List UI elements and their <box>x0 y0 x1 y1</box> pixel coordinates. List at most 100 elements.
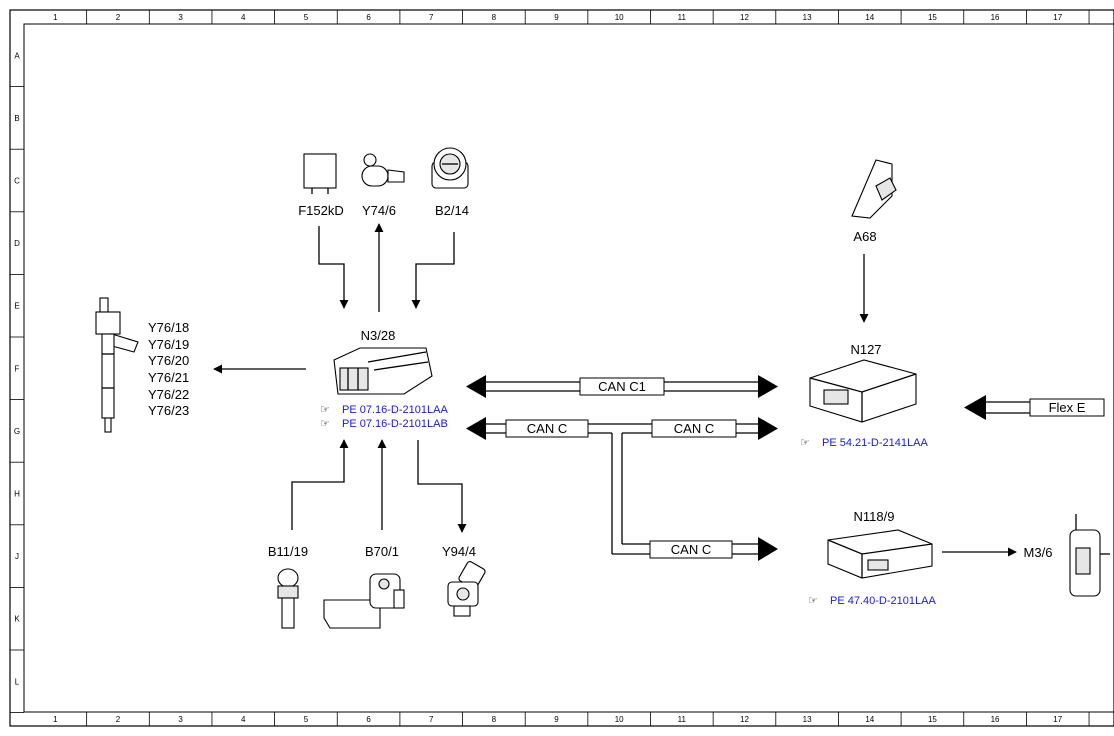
column-number: 4 <box>241 13 246 22</box>
row-letter: H <box>14 490 20 499</box>
row-letter: K <box>14 615 20 624</box>
column-number: 7 <box>429 13 434 22</box>
row-letter: J <box>15 552 19 561</box>
ref-n3-28-b[interactable]: PE 07.16-D-2101LAB <box>342 418 448 430</box>
flex-e-label: Flex E <box>1049 400 1086 415</box>
row-letter: D <box>14 239 20 248</box>
column-number: 16 <box>991 715 1000 724</box>
n118-9-module-icon <box>827 529 933 579</box>
can-c1-label: CAN C1 <box>598 379 646 394</box>
column-number: 6 <box>366 715 371 724</box>
row-letter: C <box>14 177 20 186</box>
b2-14-label: B2/14 <box>435 203 469 218</box>
row-letter: F <box>15 364 20 373</box>
m3-6-label: M3/6 <box>1024 545 1053 560</box>
y94-4-valve-icon <box>447 561 486 617</box>
f152kd-label: F152kD <box>298 203 344 218</box>
column-number: 3 <box>178 13 183 22</box>
reference-links: ☞ PE 07.16-D-2101LAA ☞ PE 07.16-D-2101LA… <box>320 404 936 607</box>
row-letter: L <box>15 677 20 686</box>
valve-icon <box>361 153 405 187</box>
column-number: 17 <box>1053 715 1062 724</box>
can-c-left-label: CAN C <box>527 421 567 436</box>
row-letter: B <box>14 114 19 123</box>
n118-9-label: N118/9 <box>854 509 895 524</box>
column-number: 15 <box>928 13 937 22</box>
row-letter: G <box>14 427 20 436</box>
column-number: 5 <box>304 715 309 724</box>
column-number: 5 <box>304 13 309 22</box>
ref-n127[interactable]: PE 54.21-D-2141LAA <box>822 437 928 449</box>
row-letter: A <box>14 51 20 60</box>
sensor-icon <box>431 147 469 189</box>
bus-labels: CAN C1 CAN C CAN C CAN C Flex E <box>505 377 1105 559</box>
y94-4-label: Y94/4 <box>442 544 476 559</box>
column-number: 11 <box>678 715 687 724</box>
ref-link-n3-28-b[interactable]: ☞ PE 07.16-D-2101LAB <box>320 418 448 430</box>
injector-label: Y76/23 <box>148 403 189 418</box>
ref-link-n3-28-a[interactable]: ☞ PE 07.16-D-2101LAA <box>320 404 448 416</box>
b70-1-label: B70/1 <box>365 544 399 559</box>
ref-n118-9[interactable]: PE 47.40-D-2101LAA <box>830 595 936 607</box>
column-number: 10 <box>615 13 624 22</box>
column-number: 8 <box>492 715 497 724</box>
column-number: 14 <box>865 13 874 22</box>
ref-link-n118-9[interactable]: ☞ PE 47.40-D-2101LAA <box>808 595 936 607</box>
n127-module-icon <box>809 359 917 423</box>
column-number: 9 <box>554 13 559 22</box>
pointing-hand-icon: ☞ <box>800 437 810 449</box>
drawing-frame <box>9 9 1114 727</box>
n3-28-label: N3/28 <box>361 328 396 343</box>
column-number: 2 <box>116 715 121 724</box>
column-number: 15 <box>928 715 937 724</box>
component-labels: F152kD Y74/6 B2/14 N3/28 A68 N127 N118/9… <box>148 203 1052 560</box>
column-number: 8 <box>492 13 497 22</box>
can-c-bus <box>466 417 778 561</box>
b70-1-sensor-icon <box>323 573 405 629</box>
injector-label: Y76/20 <box>148 353 189 368</box>
signal-lines <box>213 223 1017 557</box>
pointing-hand-icon: ☞ <box>320 418 330 430</box>
column-number: 16 <box>991 13 1000 22</box>
column-number: 10 <box>615 715 624 724</box>
column-number: 13 <box>803 715 812 724</box>
column-number: 14 <box>865 715 874 724</box>
column-number: 3 <box>178 715 183 724</box>
column-number: 12 <box>740 715 749 724</box>
column-number: 1 <box>53 715 58 724</box>
pedal-icon <box>851 159 897 219</box>
column-number: 12 <box>740 13 749 22</box>
column-number: 9 <box>554 715 559 724</box>
column-number: 4 <box>241 715 246 724</box>
ref-link-n127[interactable]: ☞ PE 54.21-D-2141LAA <box>800 437 928 449</box>
ref-n3-28-a[interactable]: PE 07.16-D-2101LAA <box>342 404 448 416</box>
column-number: 1 <box>53 13 58 22</box>
pointing-hand-icon: ☞ <box>320 404 330 416</box>
ruler-left: A B C D E F G H J K L <box>10 51 24 713</box>
column-number: 7 <box>429 715 434 724</box>
can-c-right-label: CAN C <box>674 421 714 436</box>
pointing-hand-icon: ☞ <box>808 595 818 607</box>
column-number: 17 <box>1053 13 1062 22</box>
column-number: 13 <box>803 13 812 22</box>
n127-label: N127 <box>850 342 881 357</box>
injector-label: Y76/18 <box>148 320 189 335</box>
column-number: 6 <box>366 13 371 22</box>
injector-icon <box>95 297 139 433</box>
injector-label: Y76/21 <box>148 370 189 385</box>
b11-19-label: B11/19 <box>268 544 308 559</box>
y74-6-label: Y74/6 <box>362 203 396 218</box>
ecu-icon <box>333 347 433 395</box>
injector-label: Y76/22 <box>148 387 189 402</box>
pump-icon <box>1069 514 1110 597</box>
b11-19-sensor-icon <box>277 568 299 629</box>
row-letter: E <box>14 302 19 311</box>
column-number: 11 <box>678 13 687 22</box>
injector-label: Y76/19 <box>148 337 189 352</box>
fuse-icon <box>303 153 337 194</box>
a68-label: A68 <box>853 229 876 244</box>
can-c-lower-label: CAN C <box>671 542 711 557</box>
